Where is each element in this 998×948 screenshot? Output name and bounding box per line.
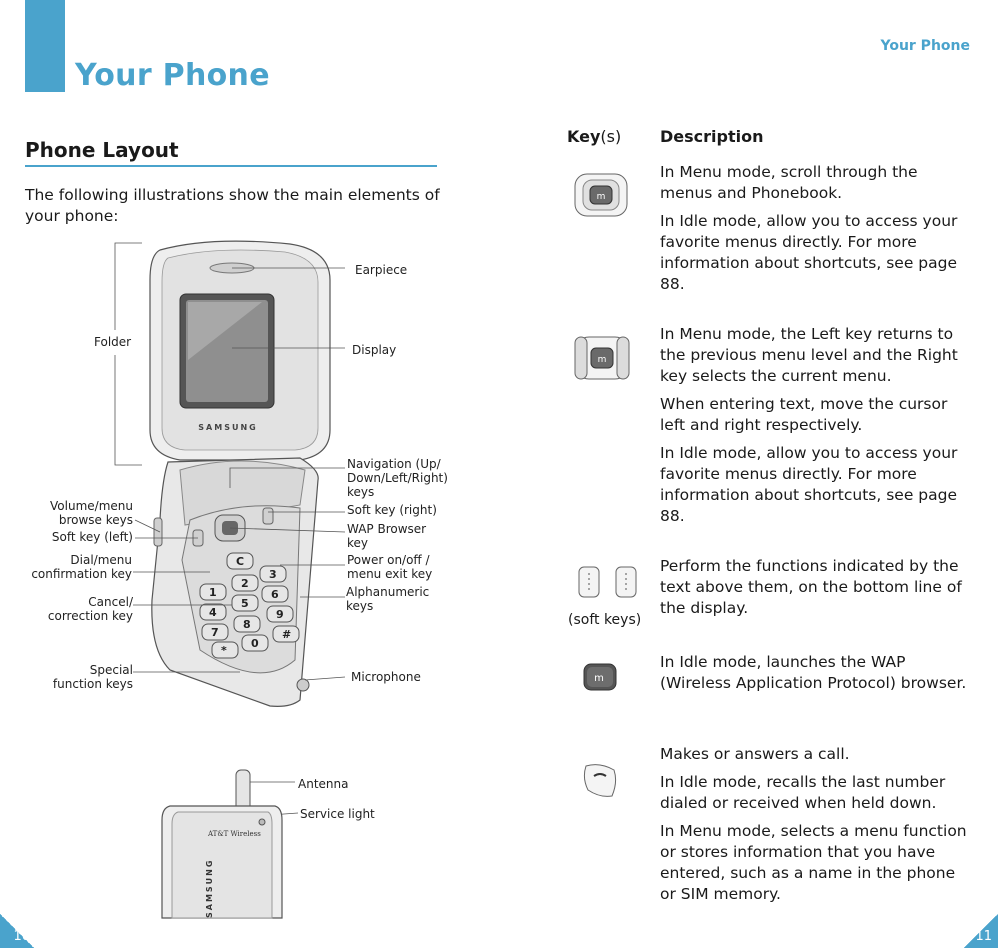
volume-keys <box>153 517 163 547</box>
phone-folder: SAMSUNG <box>149 240 331 461</box>
description-paragraph: In Idle mode, allow you to access your f… <box>660 212 958 293</box>
description-paragraph: In Idle mode, launches the WAP (Wireless… <box>660 653 967 692</box>
description-paragraph: In Idle mode, allow you to access your f… <box>660 444 958 525</box>
page-title: Your Phone <box>75 58 270 93</box>
keypad-key <box>199 603 227 621</box>
label-navigation: Navigation (Up/ Down/Left/Right) keys <box>347 457 448 499</box>
keypad-key <box>266 605 294 623</box>
keypad-key-label: 4 <box>209 606 217 619</box>
section-title: Phone Layout <box>25 138 179 162</box>
svg-text:m: m <box>598 355 607 365</box>
description-paragraph: In Menu mode, the Left key returns to th… <box>660 325 958 385</box>
description-soft-keys: Perform the functions indicated by the t… <box>660 556 970 626</box>
display-screen <box>179 293 275 409</box>
description-nav-updown-key: In Menu mode, scroll through the menus a… <box>660 162 970 302</box>
label-folder: Folder <box>94 335 132 349</box>
soft-keys-caption: (soft keys) <box>568 612 642 628</box>
keypad-key-label: * <box>221 644 227 657</box>
keypad-key-label: # <box>282 628 291 641</box>
keypad-key <box>199 583 227 601</box>
label-special: Special function keys <box>52 663 133 691</box>
label-cancel: Cancel/ correction key <box>47 595 133 623</box>
keypad-key <box>241 634 269 652</box>
nav-updown-key-icon: m <box>574 173 628 217</box>
running-head: Your Phone <box>880 38 970 54</box>
nav-leftright-key-icon: m <box>574 336 630 380</box>
label-soft-left: Soft key (left) <box>51 530 133 544</box>
description-wap-key: In Idle mode, launches the WAP (Wireless… <box>660 652 970 701</box>
label-soft-right: Soft key (right) <box>347 503 437 517</box>
keypad-key-label: C <box>236 555 244 568</box>
intro-text: The following illustrations show the mai… <box>25 186 440 225</box>
col-header-key: Key(s) <box>567 127 622 146</box>
label-antenna: Antenna <box>298 777 349 791</box>
send-key-icon <box>583 764 617 797</box>
label-wap: WAP Browser key <box>347 522 427 550</box>
keypad-key-label: 1 <box>209 586 217 599</box>
label-volume: Volume/menu browse keys <box>50 499 133 527</box>
keypad-key <box>201 623 229 641</box>
description-paragraph: Perform the functions indicated by the t… <box>660 557 962 617</box>
keypad-key-label: 7 <box>211 626 219 639</box>
label-display: Display <box>352 343 397 357</box>
description-paragraph: In Menu mode, selects a menu function or… <box>660 822 967 903</box>
closed-brand: SAMSUNG <box>205 859 214 918</box>
description-paragraph: In Idle mode, recalls the last number di… <box>660 773 946 812</box>
leader-lines <box>114 242 346 816</box>
keypad-key-label: 3 <box>269 568 277 581</box>
label-dial: Dial/menu confirmation key <box>31 553 132 581</box>
page-number-right: 11 <box>964 914 998 948</box>
section-rule <box>25 165 437 167</box>
closed-phone: AT&T Wireless SAMSUNG <box>161 769 283 919</box>
keypad-key-label: 0 <box>251 637 259 650</box>
svg-text:m: m <box>597 192 606 202</box>
antenna-shape <box>235 769 251 831</box>
keypad-key-label: 5 <box>241 597 249 610</box>
description-paragraph: Makes or answers a call. <box>660 745 850 763</box>
label-alnum: Alphanumeric keys <box>346 585 430 613</box>
description-paragraph: When entering text, move the cursor left… <box>660 395 948 434</box>
keypad-key <box>211 641 239 659</box>
description-nav-leftright-key: In Menu mode, the Left key returns to th… <box>660 324 970 534</box>
microphone-hole <box>296 678 310 692</box>
keypad-key <box>233 615 261 633</box>
label-service-light: Service light <box>300 807 375 821</box>
carrier-logo-text: AT&T Wireless <box>207 830 261 838</box>
svg-text:m: m <box>594 673 604 684</box>
keypad-key <box>231 594 259 612</box>
page-number-left: 10 <box>0 914 34 948</box>
keypad-key <box>226 552 254 570</box>
keypad-key-label: 6 <box>271 588 279 601</box>
col-header-description: Description <box>660 127 764 146</box>
label-microphone: Microphone <box>351 670 421 684</box>
keypad-key <box>231 574 259 592</box>
description-send-key: Makes or answers a call. In Idle mode, re… <box>660 744 970 912</box>
keypad-key-label: 8 <box>243 618 251 631</box>
keypad-key-label: 2 <box>241 577 249 590</box>
wap-key-icon: m <box>583 663 617 691</box>
description-paragraph: In Menu mode, scroll through the menus a… <box>660 163 918 202</box>
keypad-key <box>259 565 287 583</box>
keypad-key <box>261 585 289 603</box>
label-power: Power on/off / menu exit key <box>347 553 433 581</box>
label-earpiece: Earpiece <box>355 263 408 277</box>
title-accent-bar <box>25 0 65 92</box>
keypad-key <box>272 625 300 643</box>
keypad: 1 2 3 4 5 6 7 8 9 * 0 # C <box>199 552 300 659</box>
earpiece-slot <box>209 262 255 274</box>
phone-base <box>151 457 319 707</box>
folder-brand: SAMSUNG <box>198 423 257 432</box>
soft-keys-icon <box>578 566 637 598</box>
keypad-key-label: 9 <box>276 608 284 621</box>
service-light-dot <box>258 818 266 826</box>
